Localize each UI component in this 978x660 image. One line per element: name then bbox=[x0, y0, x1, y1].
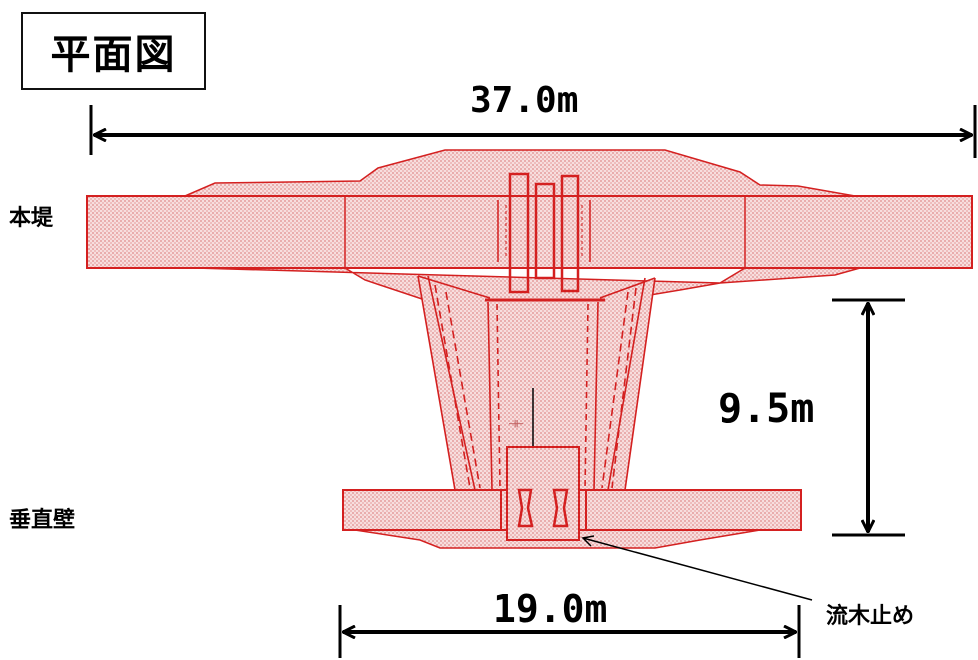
dimension-top bbox=[89, 105, 977, 158]
center-mark: ╪ bbox=[509, 419, 524, 428]
spillway-detail bbox=[497, 172, 591, 294]
side-wall-left bbox=[417, 275, 501, 491]
main-dam-body bbox=[86, 195, 973, 269]
debris-stopper-leader-arrow bbox=[581, 535, 595, 547]
dimension-bottom-label: 19.0m bbox=[493, 587, 608, 631]
dimension-bottom bbox=[338, 605, 801, 658]
dimension-height bbox=[832, 298, 905, 537]
debris-stopper-leader bbox=[582, 537, 813, 601]
side-wall-right bbox=[584, 277, 656, 491]
main-dam-label: 本堤 bbox=[9, 206, 54, 231]
vertical-wall-label: 垂直壁 bbox=[9, 508, 76, 533]
dimension-height-label: 9.5m bbox=[718, 386, 815, 432]
diagram-title: 平面図 bbox=[21, 12, 206, 90]
debris-stopper-posts bbox=[517, 488, 569, 528]
debris-stopper-label: 流木止め bbox=[826, 604, 915, 629]
dimension-top-label: 37.0m bbox=[470, 80, 579, 121]
